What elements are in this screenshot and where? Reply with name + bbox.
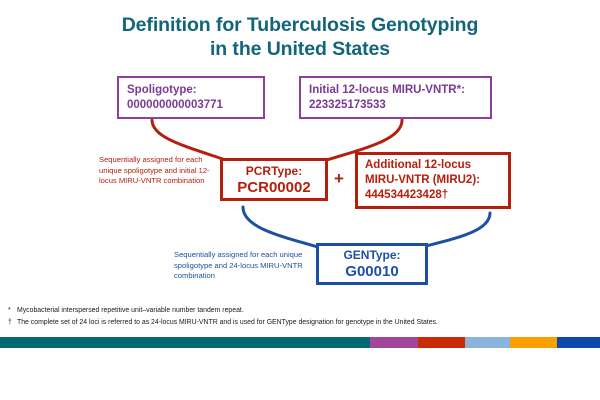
bottom-bar-segment-orange <box>510 337 557 348</box>
plus-operator: + <box>334 169 344 188</box>
bottom-bar-segment-purple <box>370 337 418 348</box>
gentype-label: GENType: <box>343 248 401 262</box>
initial-miru-label: Initial 12-locus MIRU-VNTR*: <box>309 83 465 96</box>
pcrtype-annotation: Sequentially assigned for each unique sp… <box>99 155 210 186</box>
page-title: Definition for Tuberculosis Genotyping i… <box>0 13 600 61</box>
gentype-value: G00010 <box>345 263 399 280</box>
initial-miru-value: 223325173533 <box>309 98 386 111</box>
footnote-2-marker: † <box>8 318 12 326</box>
title-line-2: in the United States <box>209 38 391 60</box>
spoligotype-value: 000000000003771 <box>127 98 223 111</box>
gentype-annotation: Sequentially assigned for each unique sp… <box>174 250 303 281</box>
pcrtype-label: PCRType: <box>245 163 303 178</box>
footnotes: * Mycobacterial interspersed repetitive u… <box>8 305 592 328</box>
pcrtype-box: PCRType: PCR00002 <box>220 158 328 201</box>
footnote-2: † The complete set of 24 loci is referred… <box>8 317 592 329</box>
spoligotype-label: Spoligotype: <box>127 83 197 96</box>
additional-miru-vntr-box: Additional 12-locus MIRU-VNTR (MIRU2): 4… <box>355 152 511 209</box>
bottom-bar-segment-teal <box>0 337 370 348</box>
additional-miru-line-1: Additional 12-locus <box>365 159 472 171</box>
spoligotype-box: Spoligotype: 000000000003771 <box>117 76 265 119</box>
bottom-bar-segment-dark-blue <box>557 337 600 348</box>
pcrtype-value: PCR00002 <box>237 178 311 196</box>
additional-miru-line-2: MIRU-VNTR (MIRU2): <box>365 174 480 186</box>
footnote-1-text: Mycobacterial interspersed repetitive un… <box>17 307 244 314</box>
bottom-bar-segment-light-blue <box>465 337 510 348</box>
title-line-1: Definition for Tuberculosis Genotyping <box>121 14 479 36</box>
bottom-color-bar <box>0 337 600 348</box>
gentype-box: GENType: G00010 <box>316 243 428 285</box>
footnote-2-text: The complete set of 24 loci is referred … <box>17 318 438 326</box>
footnote-1: * Mycobacterial interspersed repetitive u… <box>8 305 592 317</box>
additional-miru-value: 444534423428† <box>365 189 449 201</box>
bottom-bar-segment-red <box>418 337 465 348</box>
initial-miru-vntr-box: Initial 12-locus MIRU-VNTR*: 22332517353… <box>299 76 492 119</box>
footnote-1-marker: * <box>8 307 11 314</box>
